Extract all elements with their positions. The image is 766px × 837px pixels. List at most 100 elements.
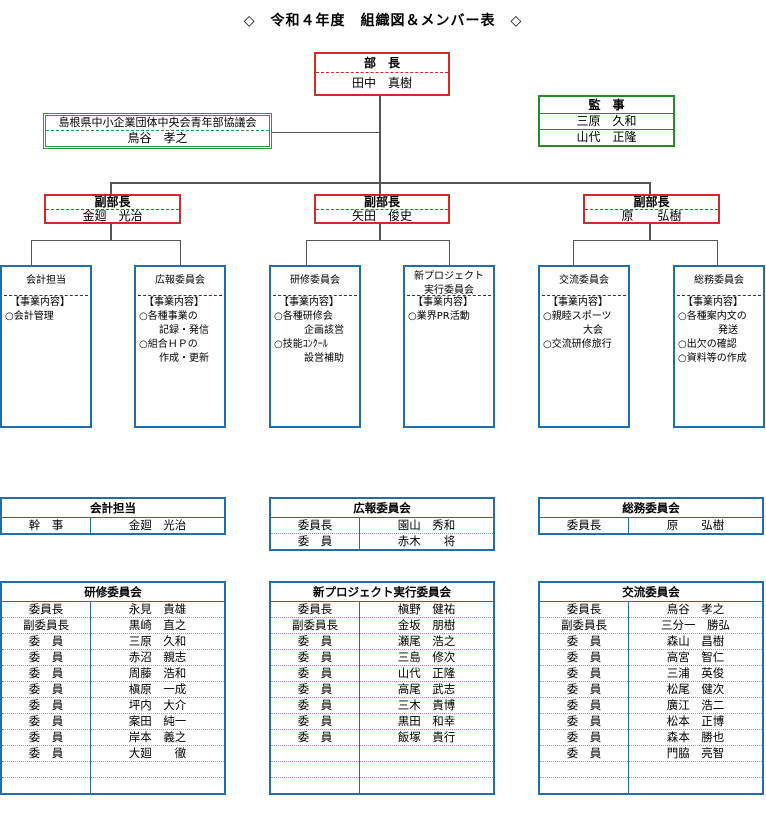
member-name: 園山 秀和 <box>359 517 494 534</box>
member-name: 三分一 勝弘 <box>628 617 763 634</box>
dept-separator <box>138 295 222 296</box>
member-role: 委 員 <box>1 745 92 762</box>
dept-duties: ○業界PR活動 <box>408 311 470 322</box>
member-name: 岸本 義之 <box>90 729 225 746</box>
member-role: 委 員 <box>270 649 361 666</box>
council-box: 島根県中小企業団体中央会青年部協議会 鳥谷 孝之 <box>43 113 272 149</box>
council-org: 島根県中小企業団体中央会青年部協議会 <box>58 116 257 129</box>
auditor-box: 監 事 三原 久和 山代 正隆 <box>538 95 675 147</box>
roster-accounting: 会計担当幹 事金廻 光治 <box>0 497 226 535</box>
table-row: 委 員三浦 英俊 <box>539 665 763 682</box>
vice-chief-box-1: 副部長 金廻 光治 <box>44 194 181 224</box>
table-row: 委 員森山 昌樹 <box>539 633 763 650</box>
roster-title: 総務委員会 <box>539 498 763 518</box>
table-row: 委 員黒田 和幸 <box>270 713 494 730</box>
dept-name: 会計担当 <box>26 275 66 286</box>
dept-duties: ○各種事業の 記録・発信 ○組合ＨＰの 作成・更新 <box>139 311 209 364</box>
member-name <box>359 777 494 795</box>
member-role: 委 員 <box>1 633 92 650</box>
connector-dept-bar-2 <box>306 240 450 241</box>
vice-chief-name-1: 金廻 光治 <box>82 209 143 223</box>
roster-title: 広報委員会 <box>270 498 494 518</box>
roster-title: 交流委員会 <box>539 582 763 602</box>
auditor-separator <box>540 113 673 114</box>
member-role: 委員長 <box>539 517 630 535</box>
table-row: 委 員赤木 将 <box>270 533 494 551</box>
member-role: 委 員 <box>1 697 92 714</box>
dept-duties-label: 【事業内容】 <box>144 297 204 308</box>
member-name: 三浦 英俊 <box>628 665 763 682</box>
member-name: 三島 修次 <box>359 649 494 666</box>
table-row: 委 員大廻 徹 <box>1 745 225 762</box>
roster-exchange: 交流委員会委員長鳥谷 孝之副委員長三分一 勝弘委 員森山 昌樹委 員高宮 智仁委… <box>538 581 764 795</box>
dept-box-accounting: 会計担当 【事業内容】 ○会計管理 <box>0 265 92 428</box>
member-role: 副委員長 <box>1 617 92 634</box>
member-name: 松尾 健次 <box>628 681 763 698</box>
member-name: 森山 昌樹 <box>628 633 763 650</box>
table-row: 委 員瀬尾 浩之 <box>270 633 494 650</box>
table-row: 委 員高尾 武志 <box>270 681 494 698</box>
table-row: 委 員坪内 大介 <box>1 697 225 714</box>
member-name: 飯塚 貴行 <box>359 729 494 746</box>
member-role <box>270 777 361 795</box>
member-name: 金坂 朋樹 <box>359 617 494 634</box>
connector-chief-down <box>379 96 381 183</box>
member-role: 委 員 <box>539 681 630 698</box>
table-row: 委 員松尾 健次 <box>539 681 763 698</box>
dept-duties: ○会計管理 <box>5 311 54 322</box>
chief-separator <box>316 72 448 73</box>
table-row: 委 員廣江 浩二 <box>539 697 763 714</box>
connector-dept-2 <box>180 240 181 266</box>
table-row: 委 員岸本 義之 <box>1 729 225 746</box>
vice-chief-separator-1 <box>46 209 179 210</box>
council-name: 鳥谷 孝之 <box>127 131 188 145</box>
table-row: 委 員飯塚 貴行 <box>270 729 494 746</box>
member-role: 委 員 <box>539 649 630 666</box>
member-role: 委 員 <box>270 713 361 730</box>
vice-chief-name-3: 原 弘樹 <box>621 209 682 223</box>
member-name: 坪内 大介 <box>90 697 225 714</box>
member-role: 委 員 <box>270 533 361 551</box>
table-row: 委 員周藤 浩和 <box>1 665 225 682</box>
member-role: 委 員 <box>1 681 92 698</box>
member-role: 副委員長 <box>270 617 361 634</box>
table-row: 委 員森本 勝也 <box>539 729 763 746</box>
member-role: 委 員 <box>539 713 630 730</box>
member-name: 三原 久和 <box>90 633 225 650</box>
table-row: 副委員長金坂 朋樹 <box>270 617 494 634</box>
member-name <box>628 777 763 795</box>
vice-chief-separator-2 <box>316 209 448 210</box>
table-row: 委 員三原 久和 <box>1 633 225 650</box>
member-name <box>628 761 763 778</box>
dept-duties: ○各種案内文の 発送 ○出欠の確認 ○資料等の作成 <box>678 311 747 364</box>
connector-vice-1 <box>110 182 112 195</box>
dept-duties: ○親睦スポーツ 大会 ○交流研修旅行 <box>543 311 612 350</box>
roster-title: 新プロジェクト実行委員会 <box>270 582 494 602</box>
connector-council <box>271 132 381 133</box>
connector-dept-6 <box>717 240 718 266</box>
member-role: 委員長 <box>539 601 630 618</box>
dept-duties-label: 【事業内容】 <box>10 297 70 308</box>
table-row <box>270 777 494 795</box>
member-name: 黒田 和幸 <box>359 713 494 730</box>
connector-dept-bar-3 <box>573 240 718 241</box>
vice-chief-separator-3 <box>585 209 718 210</box>
table-row: 委 員門脇 亮智 <box>539 745 763 762</box>
dept-name: 広報委員会 <box>155 275 205 286</box>
chief-box: 部 長 田中 真樹 <box>314 52 450 96</box>
member-role <box>270 745 361 762</box>
member-role: 委 員 <box>539 729 630 746</box>
member-name: 高宮 智仁 <box>628 649 763 666</box>
table-row: 副委員長黒崎 直之 <box>1 617 225 634</box>
member-role: 委 員 <box>1 713 92 730</box>
dept-name: 研修委員会 <box>290 275 340 286</box>
connector-dept-bar-1 <box>31 240 181 241</box>
dept-duties-label: 【事業内容】 <box>548 297 608 308</box>
dept-separator <box>542 295 626 296</box>
connector-dept-group-3 <box>649 223 651 241</box>
member-name: 山代 正隆 <box>359 665 494 682</box>
roster-general-affairs: 総務委員会委員長原 弘樹 <box>538 497 764 535</box>
dept-name: 総務委員会 <box>694 275 744 286</box>
table-row: 委 員案田 純一 <box>1 713 225 730</box>
member-name: 黒崎 直之 <box>90 617 225 634</box>
